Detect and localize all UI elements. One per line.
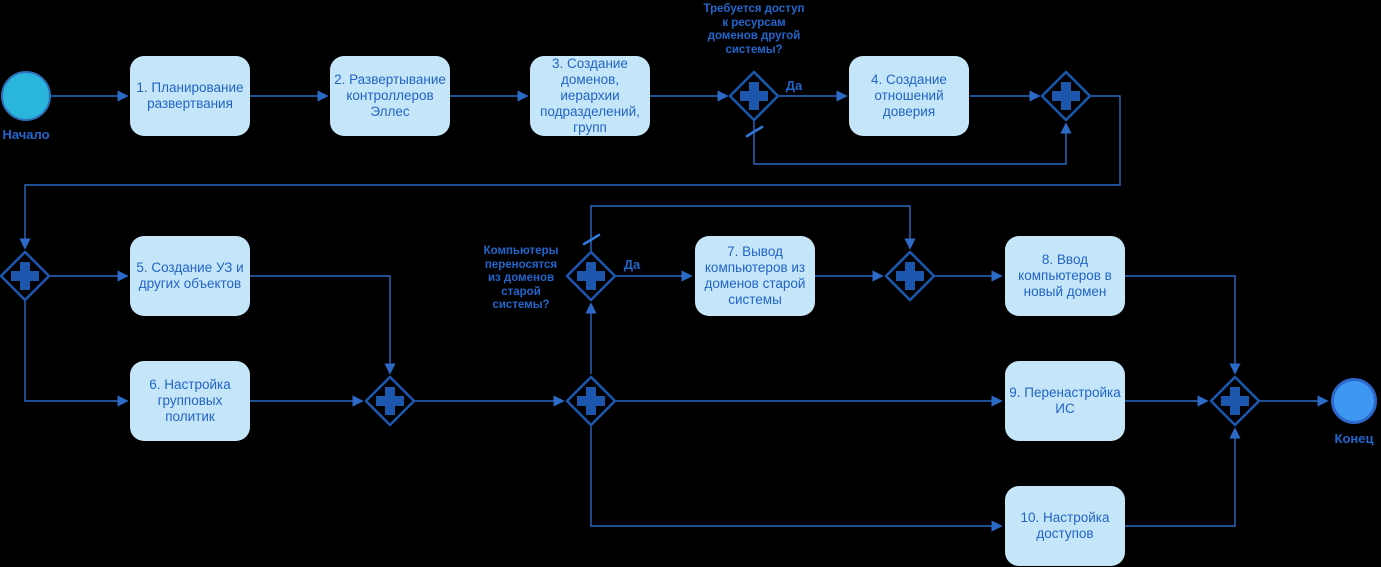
task-9-reconfigure-is: 9. Перенастройка ИС — [1005, 361, 1125, 441]
task-5-create-accounts: 5. Создание УЗ и других объектов — [130, 236, 250, 316]
parallel-gateway-icon — [728, 70, 780, 122]
flow-line-default-branch — [590, 205, 916, 252]
default-flow-slash-icon — [745, 125, 764, 138]
start-event-label: Начало — [2, 127, 50, 142]
gateway-merge-computers — [883, 249, 937, 303]
task-3-create-domains: 3. Создание доменов, иерархии подразделе… — [530, 56, 650, 136]
flow-line — [24, 300, 129, 407]
flow-line-row-wrap — [19, 95, 1121, 250]
gateway-parallel-left — [0, 249, 52, 303]
parallel-gateway-icon — [0, 250, 51, 302]
parallel-gateway-icon — [565, 250, 617, 302]
task-6-group-policies: 6. Настройка групповых политик — [130, 361, 250, 441]
task-8-join-computers: 8. Ввод компьютеров в новый домен — [1005, 236, 1125, 316]
yes-label-computers: Да — [623, 257, 641, 272]
parallel-gateway-icon — [565, 375, 617, 427]
gateway-decision-access-required — [727, 69, 781, 123]
start-event — [1, 71, 51, 121]
flow-line — [1125, 427, 1241, 527]
flow-line — [1125, 275, 1241, 375]
gateway-decision-computers-move — [564, 249, 618, 303]
task-10-configure-access: 10. Настройка доступов — [1005, 486, 1125, 566]
parallel-gateway-icon — [1040, 70, 1092, 122]
flow-line-default-branch — [753, 120, 1072, 165]
gateway-merge-trust — [1039, 69, 1093, 123]
task-1-deployment-planning: 1. Планирование развертвания — [130, 56, 250, 136]
decision-label-access-required: Требуется доступ к ресурсам доменов друг… — [703, 3, 805, 56]
parallel-gateway-icon — [884, 250, 936, 302]
default-flow-slash-icon — [582, 233, 601, 246]
flow-line — [250, 275, 396, 375]
end-event — [1331, 378, 1377, 424]
task-4-create-trust: 4. Создание отношений доверия — [849, 56, 969, 136]
parallel-gateway-icon — [1209, 375, 1261, 427]
task-7-remove-computers: 7. Вывод компьютеров из доменов старой с… — [695, 236, 815, 316]
end-event-label: Конец — [1334, 431, 1374, 446]
gateway-merge-policies — [363, 374, 417, 428]
gateway-parallel-split — [564, 374, 618, 428]
gateway-merge-final — [1208, 374, 1262, 428]
parallel-gateway-icon — [364, 375, 416, 427]
flow-line — [590, 425, 1003, 532]
yes-label-access: Да — [785, 78, 803, 93]
task-2-deploy-controllers: 2. Развертывание контроллеров Эллес — [330, 56, 450, 136]
decision-label-computers-move: Компьютеры переносятся из доменов старой… — [483, 245, 559, 311]
